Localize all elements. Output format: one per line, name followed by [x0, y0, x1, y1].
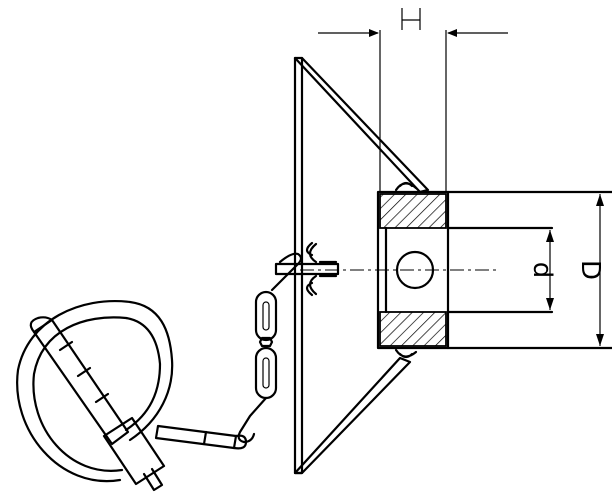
dimension-h: H: [318, 8, 508, 192]
dimension-d: d: [527, 230, 557, 310]
chain: [237, 252, 303, 444]
pivot-pin: [274, 241, 340, 297]
linch-pin: [16, 300, 248, 492]
dimension-D-label: D: [575, 260, 605, 280]
dimension-d-label: d: [527, 262, 557, 279]
cone-plate: [293, 56, 430, 475]
dimension-D: D: [575, 194, 605, 346]
